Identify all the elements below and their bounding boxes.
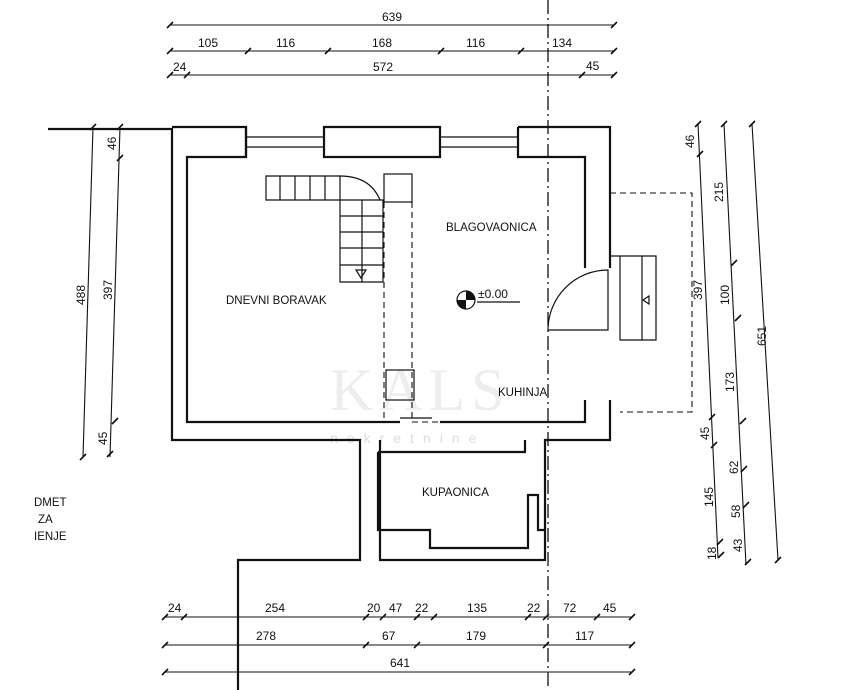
dim-label: 46: [683, 134, 697, 148]
dim-label: 397: [691, 280, 705, 300]
staircase: [265, 175, 384, 283]
dim-label: 116: [466, 36, 485, 50]
dim-label: 45: [586, 59, 600, 73]
room-label-living: DNEVNI BORAVAK: [226, 295, 327, 307]
dim-label: 100: [718, 285, 732, 305]
watermark-sub: nekretnine: [330, 430, 485, 446]
dim-label: 43: [731, 538, 745, 552]
dim-label: 116: [276, 36, 295, 50]
right-dimensions: 46 397 45 145 18 215 100 173 62 58 43 65…: [683, 120, 782, 566]
dim-label: 24: [173, 60, 187, 74]
dim-label: 179: [466, 629, 486, 643]
watermark-brand: KALS: [330, 357, 511, 423]
dim-label: 47: [389, 601, 403, 615]
dim-label: 45: [698, 426, 712, 440]
dim-label: 641: [390, 656, 410, 670]
dim-label: 45: [96, 431, 110, 445]
dim-label: 18: [705, 546, 719, 560]
room-label-bath: KUPAONICA: [422, 487, 489, 499]
dim-label: 117: [575, 629, 594, 643]
top-dimensions: 639 105 116 168 116 134 24 572 45: [166, 10, 618, 79]
dim-label: 72: [563, 601, 577, 615]
dim-label: 488: [74, 285, 88, 305]
legend-line: IENJE: [34, 531, 67, 543]
dim-label: 397: [101, 280, 115, 300]
dim-label: 24: [168, 601, 182, 615]
dim-label: 62: [727, 460, 741, 474]
walls: [48, 125, 612, 690]
room-label-kitchen: KUHINJA: [498, 387, 548, 399]
left-dimensions: 46 397 45 488: [74, 123, 124, 461]
dim-label: 134: [552, 36, 572, 50]
legend-line: DMET: [34, 497, 67, 509]
dim-label: 20: [367, 601, 381, 615]
dim-label: 278: [256, 629, 276, 643]
room-label-dining: BLAGOVAONICA: [446, 222, 537, 234]
dim-label: 254: [265, 601, 285, 615]
level-marker: ±0.00: [456, 287, 520, 310]
dim-label: 135: [467, 601, 487, 615]
watermark: KALS nekretnine: [330, 357, 511, 446]
dim-label: 215: [712, 182, 726, 202]
dim-label: 46: [105, 136, 119, 150]
legend-line: ZA: [38, 514, 53, 526]
dim-label: 45: [603, 601, 617, 615]
dim-label: 58: [729, 504, 743, 518]
dim-label: 22: [415, 601, 429, 615]
dim-label: 651: [755, 326, 769, 346]
bottom-dimensions: 24 254 20 47 22 135 22 72 45 278 67 179 …: [161, 601, 636, 676]
dim-label: 639: [382, 10, 402, 24]
dim-label: 105: [198, 36, 218, 50]
entrance: [547, 192, 693, 413]
dim-label: 572: [373, 60, 393, 74]
dim-label: 168: [372, 36, 392, 50]
dim-label: 22: [527, 601, 541, 615]
dim-label: 145: [702, 487, 716, 507]
dim-label: 173: [723, 372, 737, 392]
dim-label: 67: [382, 629, 396, 643]
level-label: ±0.00: [478, 287, 508, 301]
